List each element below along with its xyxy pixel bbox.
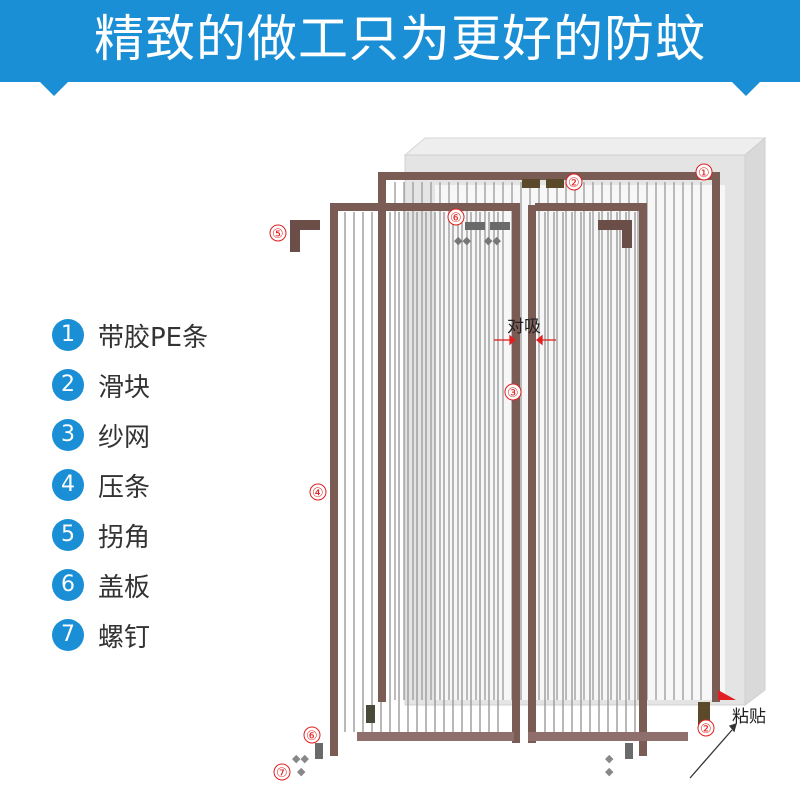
- slider-top: [522, 179, 564, 188]
- marker-3: ③: [504, 383, 522, 401]
- bottom-cover-plates: [315, 743, 633, 759]
- legend-number: 7: [52, 619, 84, 651]
- screen-mesh-front: [344, 212, 636, 732]
- svg-text:⑥: ⑥: [450, 211, 462, 226]
- back-frame: [378, 172, 720, 702]
- banner-notch-left: [40, 82, 68, 96]
- paste-pointer: [689, 722, 737, 779]
- svg-text:①: ①: [698, 166, 710, 181]
- svg-text:◆: ◆: [605, 765, 614, 778]
- parts-legend: 1 带胶PE条 2 滑块 3 纱网 4 压条 5 拐角 6 盖板 7 螺钉: [52, 310, 208, 660]
- marker-2b: ②: [697, 719, 715, 737]
- svg-text:③: ③: [507, 386, 519, 401]
- legend-item-7: 7 螺钉: [52, 610, 208, 660]
- legend-item-3: 3 纱网: [52, 410, 208, 460]
- legend-label: 盖板: [98, 572, 151, 603]
- legend-number: 6: [52, 569, 84, 601]
- corner-bracket-left: [290, 220, 320, 252]
- marker-4: ④: [309, 483, 327, 501]
- banner-notch-right: [732, 82, 760, 96]
- svg-text:◆◆: ◆◆: [292, 752, 309, 765]
- legend-label: 纱网: [98, 422, 151, 453]
- label-magnetic: 对吸: [507, 317, 541, 337]
- legend-item-6: 6 盖板: [52, 560, 208, 610]
- legend-number: 4: [52, 469, 84, 501]
- legend-item-4: 4 压条: [52, 460, 208, 510]
- cover-plate-top: ◆◆ ◆◆: [454, 222, 510, 247]
- legend-item-1: 1 带胶PE条: [52, 310, 208, 360]
- legend-label: 带胶PE条: [98, 322, 209, 353]
- corner-bracket-right: [598, 220, 632, 248]
- svg-text:◆: ◆: [605, 752, 614, 765]
- marker-2: ②: [565, 173, 583, 191]
- label-paste: 粘贴: [732, 707, 766, 727]
- svg-text:⑦: ⑦: [276, 766, 288, 781]
- header-banner: 精致的做工只为更好的防蚊: [0, 0, 800, 82]
- legend-item-5: 5 拐角: [52, 510, 208, 560]
- screws-bottom: ◆◆ ◆ ◆ ◆: [292, 752, 614, 778]
- legend-number: 5: [52, 519, 84, 551]
- marker-7: ⑦: [273, 763, 291, 781]
- svg-text:◆◆: ◆◆: [484, 234, 501, 247]
- marker-6b: ⑥: [303, 726, 321, 744]
- legend-label: 螺钉: [98, 622, 151, 653]
- legend-label: 滑块: [98, 372, 151, 403]
- magnet-arrows: [494, 334, 556, 346]
- page-title: 精致的做工只为更好的防蚊: [94, 10, 706, 68]
- front-frames: [330, 203, 688, 756]
- legend-label: 压条: [98, 472, 151, 503]
- legend-item-2: 2 滑块: [52, 360, 208, 410]
- svg-text:⑥: ⑥: [306, 729, 318, 744]
- svg-text:⑤: ⑤: [272, 227, 284, 242]
- svg-text:②: ②: [568, 176, 580, 191]
- legend-number: 2: [52, 369, 84, 401]
- svg-text:◆◆: ◆◆: [454, 234, 471, 247]
- markers: ① ② ⑤ ⑥ ③ ④ ② ⑥ ⑦: [269, 163, 715, 781]
- svg-text:②: ②: [700, 722, 712, 737]
- marker-1: ①: [695, 163, 713, 181]
- legend-label: 拐角: [98, 522, 151, 553]
- legend-number: 3: [52, 419, 84, 451]
- marker-5: ⑤: [269, 224, 287, 242]
- marker-6: ⑥: [447, 208, 465, 226]
- svg-text:④: ④: [312, 486, 324, 501]
- svg-text:◆: ◆: [297, 765, 306, 778]
- bottom-slider-left: [366, 705, 375, 723]
- legend-number: 1: [52, 319, 84, 351]
